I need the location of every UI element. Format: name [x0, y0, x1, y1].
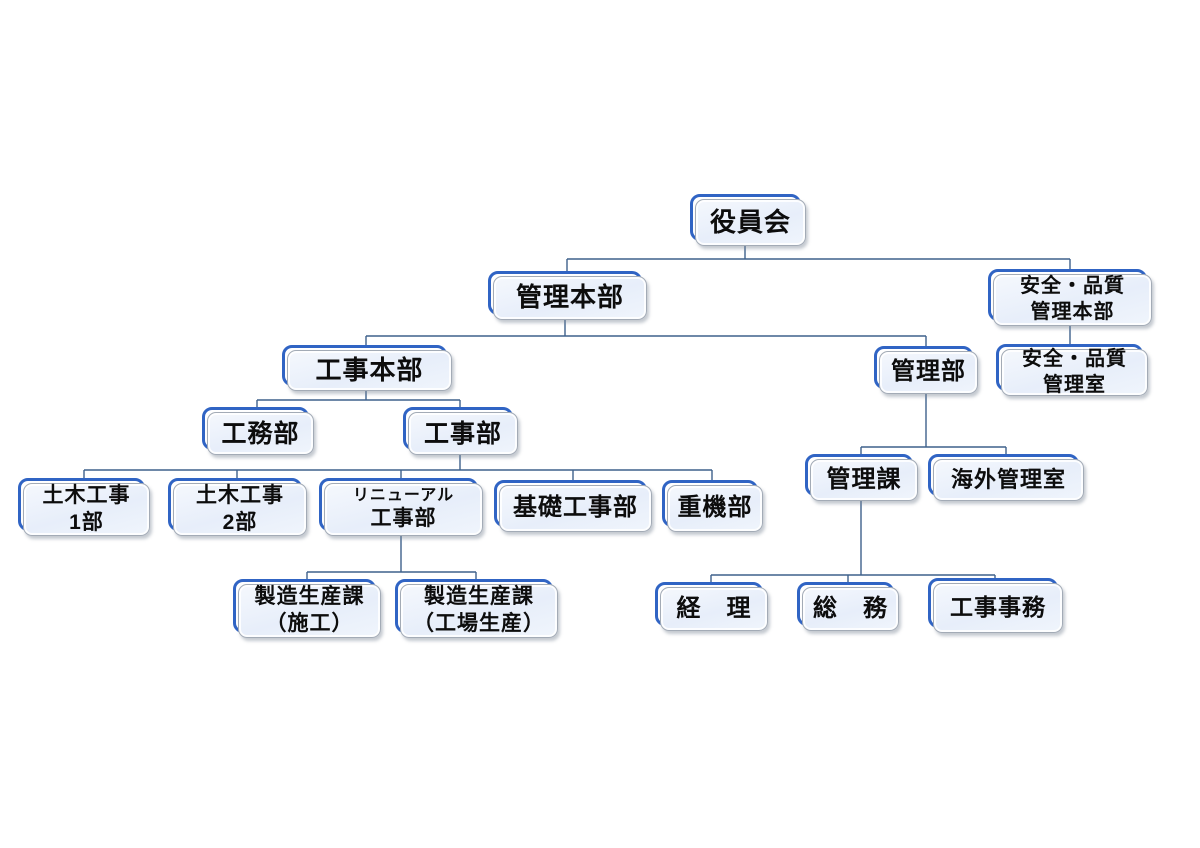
node-renewal-kojibu-label: リニューアル 工事部	[324, 483, 483, 536]
node-kanrika-label: 管理課	[810, 459, 918, 501]
node-seizo-seisanka-kojo-label: 製造生産課 （工場生産）	[400, 584, 558, 638]
node-kanri-honbu-label: 管理本部	[493, 276, 647, 320]
node-somu-label: 総 務	[802, 587, 899, 631]
node-renewal-kojibu: リニューアル 工事部	[319, 478, 483, 536]
node-renewal-kojibu-label-bottom: 工事部	[370, 507, 437, 531]
node-yakuinkai-label: 役員会	[695, 199, 806, 246]
node-komubu-label: 工務部	[207, 412, 314, 455]
node-kanrika: 管理課	[805, 454, 918, 501]
node-seizo-seisanka-kojo: 製造生産課 （工場生産）	[395, 579, 558, 638]
node-doboku-koji-1bu-label: 土木工事 1部	[23, 483, 150, 536]
node-komubu: 工務部	[202, 407, 314, 455]
node-kojibu: 工事部	[403, 407, 518, 455]
node-jukibu: 重機部	[662, 480, 763, 532]
node-koji-jimu: 工事事務	[928, 578, 1063, 633]
connector-kanribu-children	[860, 394, 1007, 455]
node-koji-honbu: 工事本部	[282, 345, 452, 391]
node-doboku-koji-2bu-label: 土木工事 2部	[173, 483, 307, 536]
node-kaigai-kanrishitsu: 海外管理室	[928, 454, 1084, 501]
node-anzen-hinshitsu-kanri-shitsu: 安全・品質 管理室	[996, 344, 1148, 396]
connector-kanrika-children	[710, 501, 996, 583]
connector-koji-honbu-children	[256, 391, 461, 408]
node-yakuinkai: 役員会	[690, 194, 806, 246]
node-kojibu-label: 工事部	[408, 412, 518, 455]
node-jukibu-label: 重機部	[667, 485, 763, 532]
connector-kojibu-children	[83, 455, 713, 481]
node-somu: 総 務	[797, 582, 899, 631]
node-anzen-hinshitsu-kanri-honbu: 安全・品質 管理本部	[988, 269, 1152, 326]
node-keiri-label: 経 理	[660, 587, 768, 631]
node-anzen-hinshitsu-kanri-honbu-label: 安全・品質 管理本部	[993, 274, 1152, 326]
node-kanribu: 管理部	[874, 346, 978, 394]
node-anzen-hinshitsu-kanri-shitsu-label: 安全・品質 管理室	[1001, 348, 1148, 396]
connector-board-to-hq-row	[566, 246, 1071, 272]
node-seizo-seisanka-seko: 製造生産課 （施工）	[233, 579, 381, 638]
connector-renewal-children	[306, 536, 477, 580]
node-doboku-koji-2bu: 土木工事 2部	[168, 478, 307, 536]
connector-kanri-honbu-children	[365, 320, 927, 347]
node-koji-jimu-label: 工事事務	[933, 583, 1063, 633]
node-kiso-kojibu-label: 基礎工事部	[499, 485, 652, 532]
node-keiri: 経 理	[655, 582, 768, 631]
node-seizo-seisanka-seko-label: 製造生産課 （施工）	[238, 584, 381, 638]
node-renewal-kojibu-label-top: リニューアル	[352, 486, 455, 504]
node-doboku-koji-1bu: 土木工事 1部	[18, 478, 150, 536]
node-kiso-kojibu: 基礎工事部	[494, 480, 652, 532]
node-kanribu-label: 管理部	[879, 351, 978, 394]
node-kaigai-kanrishitsu-label: 海外管理室	[933, 459, 1084, 501]
node-koji-honbu-label: 工事本部	[287, 350, 452, 391]
node-kanri-honbu: 管理本部	[488, 271, 647, 320]
